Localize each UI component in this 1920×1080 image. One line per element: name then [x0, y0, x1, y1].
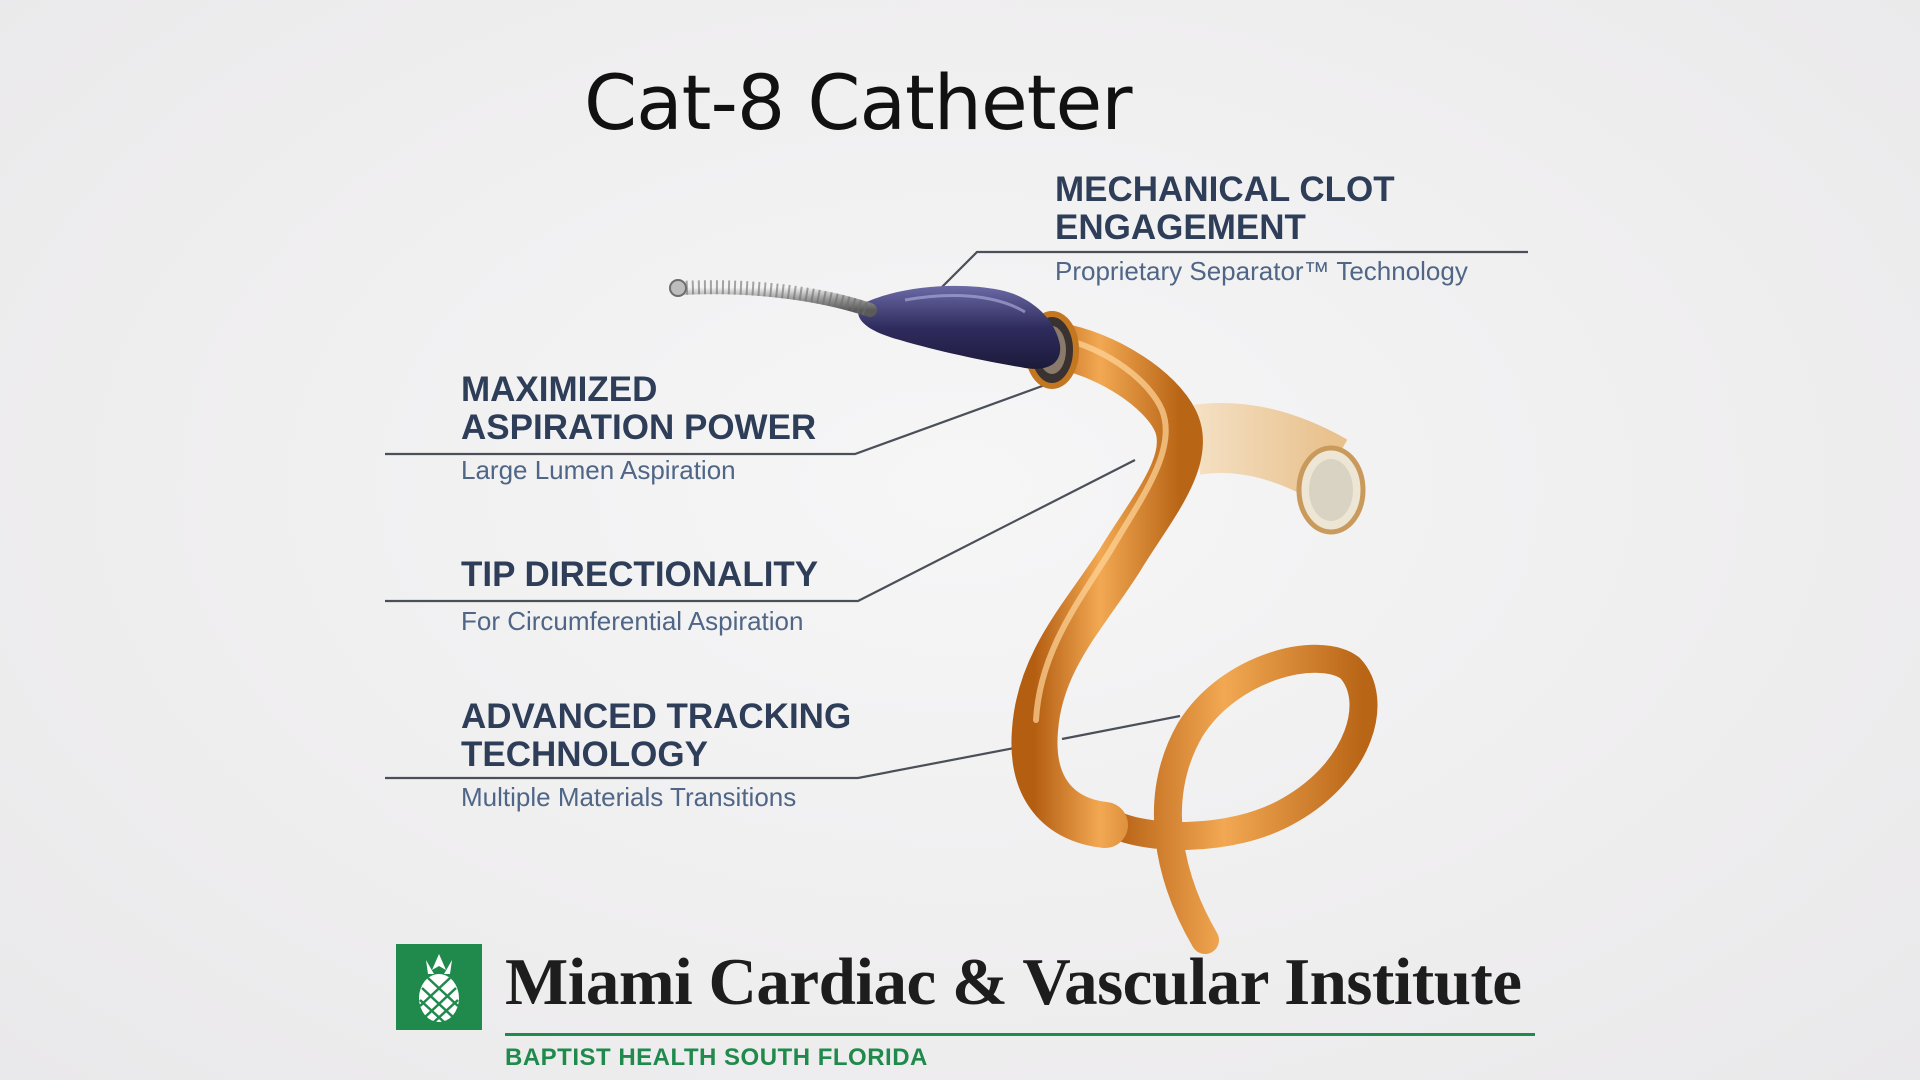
callout-tip-heading: TIP DIRECTIONALITY — [461, 556, 818, 594]
leader-line-tracking-ext — [1061, 714, 1181, 741]
ghost-tube — [1189, 403, 1366, 535]
separator-tip — [858, 285, 1061, 369]
callout-mechanical-clot-subtitle: Proprietary Separator™ Technology — [1055, 256, 1468, 286]
callout-aspiration-subtitle: Large Lumen Aspiration — [461, 455, 736, 485]
institute-name: Miami Cardiac & Vascular Institute — [505, 945, 1522, 1019]
callout-heading-line: ASPIRATION POWER — [461, 408, 817, 447]
callout-aspiration-heading: MAXIMIZED ASPIRATION POWER — [461, 371, 816, 447]
callout-heading-line: ADVANCED TRACKING — [461, 697, 852, 736]
callout-tip-subtitle: For Circumferential Aspiration — [461, 606, 804, 636]
callout-heading-line: ENGAGEMENT — [1055, 208, 1306, 247]
callout-heading-line: TIP DIRECTIONALITY — [461, 555, 819, 594]
leader-line-clot — [941, 250, 1528, 288]
logo-divider — [505, 1033, 1535, 1036]
leader-line-tip — [385, 459, 1136, 603]
leader-line-tracking — [385, 743, 1031, 780]
callout-heading-line: TECHNOLOGY — [461, 735, 708, 774]
callout-heading-line: MECHANICAL CLOT — [1055, 170, 1395, 209]
leader-lines — [385, 250, 1528, 780]
pineapple-icon — [396, 944, 482, 1030]
slide-title: Cat-8 Catheter — [584, 58, 1133, 147]
callout-tracking-heading: ADVANCED TRACKING TECHNOLOGY — [461, 698, 851, 774]
callout-heading-line: MAXIMIZED — [461, 370, 658, 409]
callout-tracking-subtitle: Multiple Materials Transitions — [461, 782, 797, 812]
leader-line-aspiration — [385, 383, 1046, 456]
institute-tagline: BAPTIST HEALTH SOUTH FLORIDA — [505, 1044, 928, 1071]
callout-mechanical-clot-heading: MECHANICAL CLOT ENGAGEMENT — [1055, 171, 1395, 247]
